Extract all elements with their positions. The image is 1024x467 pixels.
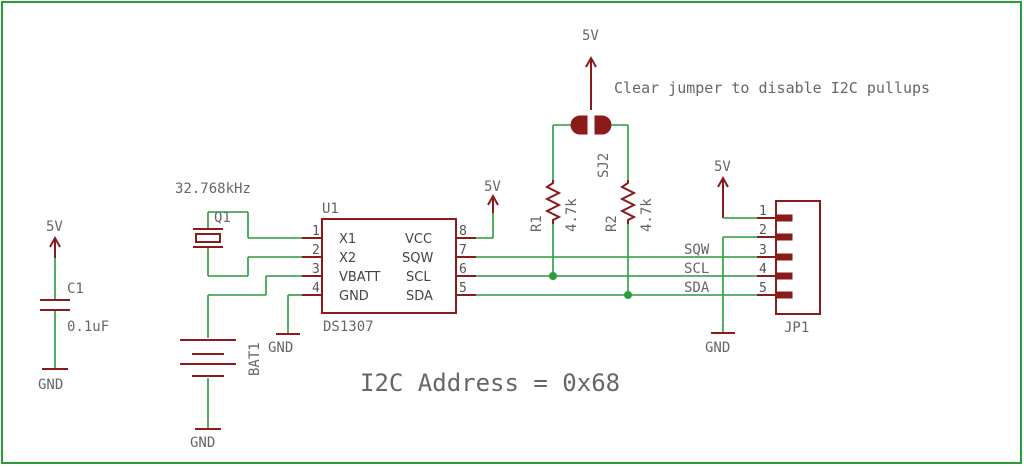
u1-supply-arrow — [487, 193, 499, 213]
sda-junction — [624, 291, 632, 299]
battery-name-label: BAT1 — [247, 342, 263, 376]
u1-pin5-number: 5 — [459, 281, 467, 296]
u1-pin5-name: SDA — [406, 289, 433, 304]
jp1-pin5-number: 5 — [759, 281, 767, 296]
r1-value-label: 4.7k — [564, 198, 580, 232]
jp1-supply-arrow — [717, 175, 729, 218]
sj2-right-pad — [594, 115, 612, 135]
pullup-supply-arrow — [585, 55, 597, 110]
capacitor-c1: 5V C1 0.1uF GND — [38, 219, 109, 393]
u1-pin2-number: 2 — [312, 243, 320, 258]
battery-gnd-label: GND — [190, 435, 215, 451]
jp1-gnd-label: GND — [705, 340, 730, 356]
u1-part-label: DS1307 — [323, 319, 374, 335]
jp1-pin2-number: 2 — [759, 223, 767, 238]
u1-pin4-name: GND — [339, 289, 369, 304]
u1-pin8-number: 8 — [459, 224, 467, 239]
c1-gnd-label: GND — [38, 377, 63, 393]
c1-supply-label: 5V — [46, 219, 63, 235]
signal-nets: SQW SCL SDA — [476, 242, 757, 299]
u1-pin1-number: 1 — [312, 224, 320, 239]
c1-value-label: 0.1uF — [67, 319, 109, 335]
jp1-pin3-number: 3 — [759, 243, 767, 258]
net-scl-label: SCL — [684, 261, 709, 277]
jp1-name-label: JP1 — [784, 320, 809, 336]
ic-u1-ds1307: U1 1 2 3 4 X1 X2 VBATT GND 8 7 6 5 VCC S… — [268, 179, 501, 356]
net-sda-label: SDA — [684, 280, 710, 296]
pullup-supply-label: 5V — [582, 28, 599, 44]
u1-supply-label: 5V — [484, 179, 501, 195]
u1-pin7-name: SQW — [402, 251, 433, 266]
r1-name-label: R1 — [529, 215, 545, 232]
u1-pin7-number: 7 — [459, 243, 467, 258]
u1-pin6-number: 6 — [459, 262, 467, 277]
u1-pin8-name: VCC — [405, 232, 432, 247]
i2c-address-label: I2C Address = 0x68 — [360, 369, 620, 397]
u1-pin3-name: VBATT — [339, 270, 380, 285]
connector-jp1: 5V GND 1 2 3 4 5 JP1 — [705, 159, 821, 356]
scl-junction — [549, 272, 557, 280]
net-sqw-label: SQW — [684, 242, 710, 258]
sj2-name-label: SJ2 — [596, 153, 612, 178]
crystal-frequency-label: 32.768kHz — [175, 181, 251, 197]
pullup-network: 5V Clear jumper to disable I2C pullups S… — [529, 28, 930, 295]
c1-name-label: C1 — [67, 281, 84, 297]
jumper-note: Clear jumper to disable I2C pullups — [614, 79, 930, 97]
crystal-q1: 32.768kHz Q1 — [175, 181, 302, 277]
crystal-name-label: Q1 — [214, 210, 231, 226]
u1-pin1-name: X1 — [339, 232, 356, 247]
u1-pin4-number: 4 — [312, 281, 320, 296]
u1-pin3-number: 3 — [312, 262, 320, 277]
u1-gnd-label: GND — [268, 340, 293, 356]
r2-name-label: R2 — [604, 215, 620, 232]
sj2-left-pad — [570, 115, 588, 135]
battery-bat1: GND BAT1 — [180, 275, 302, 451]
c1-supply-arrow — [49, 235, 61, 258]
u1-pin6-name: SCL — [406, 270, 431, 285]
u1-pin2-name: X2 — [339, 251, 356, 266]
jp1-pin1-number: 1 — [759, 204, 767, 219]
jp1-supply-label: 5V — [714, 159, 731, 175]
r2-value-label: 4.7k — [639, 198, 655, 232]
jp1-pin4-number: 4 — [759, 262, 767, 277]
u1-name-label: U1 — [322, 201, 339, 217]
